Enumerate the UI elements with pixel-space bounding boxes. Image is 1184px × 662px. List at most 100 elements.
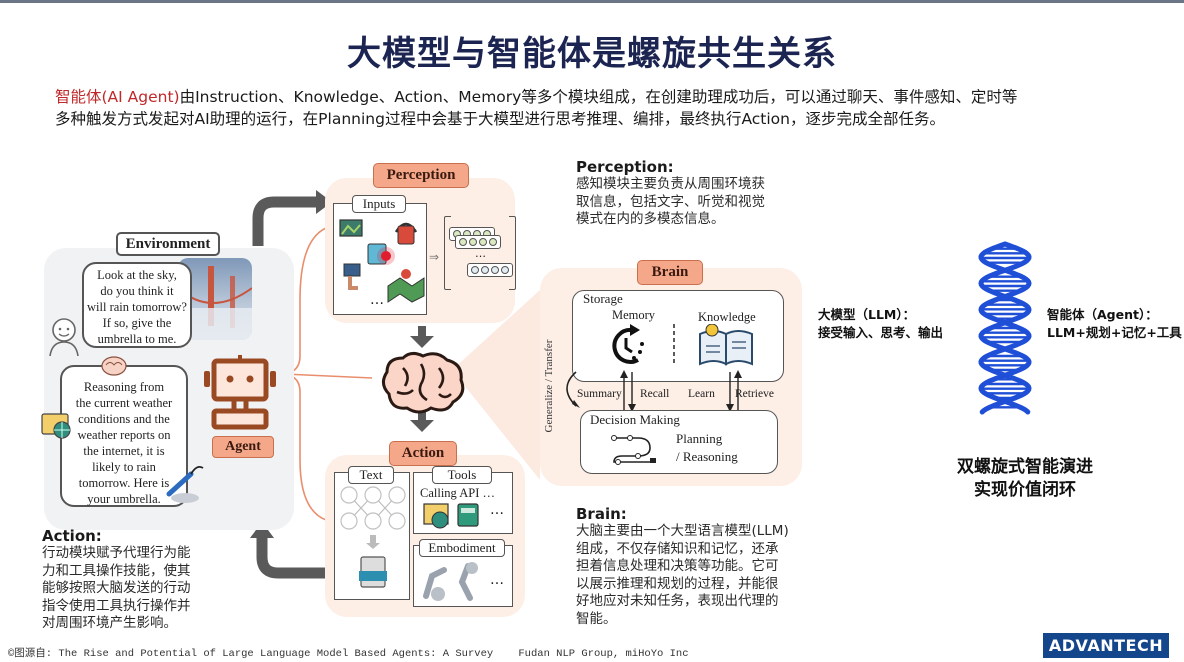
tools-label: Tools	[432, 466, 492, 484]
robot-arm-icon	[423, 567, 447, 601]
headphones-icon	[394, 222, 418, 245]
image-icon	[339, 219, 363, 237]
action-desc-line: 能够按照大脑发送的行动	[42, 580, 191, 596]
intro-paragraph: 智能体(AI Agent)由Instruction、Knowledge、Acti…	[55, 86, 1165, 130]
brain-desc-line: 组成，不仅存储知识和记忆，还承	[576, 540, 779, 557]
calculator-icon	[457, 503, 479, 527]
vector-row	[455, 235, 501, 249]
intro-line-2: 多种触发方式发起对AI助理的运行，在Planning过程中会基于大模型进行思考推…	[55, 110, 945, 128]
advantech-logo: ADVANTECH	[1043, 633, 1169, 658]
vector-ellipsis: …	[475, 247, 487, 260]
storage-icons	[612, 324, 753, 366]
user-bubble-line: do you think it	[100, 284, 174, 298]
arrowhead-perception	[316, 190, 332, 214]
brain-tag: Brain	[637, 260, 703, 285]
agent-bubble-line: the internet, it is	[83, 444, 165, 458]
user-bubble-line: If so, give the	[102, 316, 172, 330]
planning-label: Planning	[676, 431, 723, 446]
action-desc-line: 对周围环境产生影响。	[42, 615, 177, 631]
embodiment-label: Embodiment	[419, 539, 505, 557]
inputs-ellipsis: …	[370, 292, 385, 308]
action-desc-line: 指令使用工具执行操作并	[42, 597, 191, 614]
agent-bubble-line: the current weather	[75, 396, 173, 410]
map-icon	[387, 269, 425, 303]
tool-icons	[423, 503, 479, 529]
agent-caption: 智能体（Agent）： LLM+规划+记忆+工具	[1047, 306, 1182, 342]
text-output-box	[334, 472, 410, 600]
web-browser-icon	[41, 413, 71, 439]
source-citation: ©图源自: The Rise and Potential of Large La…	[8, 648, 689, 660]
top-border	[0, 0, 1184, 3]
helix-strand	[978, 241, 1032, 415]
browser-tool-icon	[423, 503, 449, 529]
user-avatar-icon	[49, 318, 79, 356]
user-speech-bubble: Look at the sky, do you think it will ra…	[82, 262, 192, 348]
storage-box	[572, 290, 784, 382]
recall-label: Recall	[640, 388, 670, 400]
agent-bubble-line: conditions and the	[78, 412, 170, 426]
closing-line-1: 双螺旋式智能演进	[957, 457, 1093, 477]
down-arrow-icon	[366, 535, 380, 549]
perception-desc-line: 模式在内的多模态信息。	[576, 211, 725, 227]
vector-row	[467, 263, 513, 277]
reasoning-label: / Reasoning	[676, 449, 738, 464]
robot-agent-icon	[204, 355, 276, 430]
user-bubble-line: will rain tomorrow?	[87, 300, 187, 314]
planning-path-icon	[611, 435, 656, 465]
agent-label: Agent	[212, 436, 274, 458]
brain-desc-line: 担着信息处理和决策等功能。它可	[576, 558, 779, 574]
intro-line-1: 由Instruction、Knowledge、Action、Memory等多个模…	[179, 88, 1018, 106]
perception-desc-line: 感知模块主要负责从周围环境获	[576, 176, 765, 192]
user-bubble-line: Look at the sky,	[97, 268, 177, 282]
action-tag: Action	[389, 441, 457, 466]
environment-label: Environment	[116, 232, 220, 256]
arrow-perception-to-brain	[410, 336, 434, 348]
action-desc-line: 力和工具操作技能，使其	[42, 562, 191, 579]
knowledge-book-icon	[699, 324, 753, 366]
user-bubble-line: umbrella to me.	[97, 332, 177, 346]
memory-label: Memory	[612, 308, 656, 322]
brain-heading: Brain:	[576, 505, 627, 523]
vector-bracket: …	[444, 215, 516, 291]
agent-bubble-line: tomorrow. Here is	[78, 476, 170, 490]
agent-bubble-line: your umbrella.	[87, 492, 161, 506]
knowledge-label: Knowledge	[698, 310, 756, 324]
perception-desc-line: 取信息，包括文字、听觉和视觉	[576, 193, 765, 210]
llm-title: 大模型（LLM）：	[818, 307, 916, 322]
text-label: Text	[348, 466, 394, 484]
perception-heading: Perception:	[576, 158, 674, 176]
dna-helix-icon	[978, 241, 1032, 415]
closing-statement: 双螺旋式智能演进 实现价值闭环	[905, 456, 1145, 502]
brain-desc-line: 智能。	[576, 610, 617, 627]
action-heading: Action:	[42, 527, 102, 545]
storage-label: Storage	[583, 291, 623, 306]
perception-description: Perception: 感知模块主要负责从周围环境获 取信息，包括文字、听觉和视…	[576, 158, 791, 229]
arrow-action-to-env	[256, 536, 328, 579]
agent-bubble-line: weather reports on	[77, 428, 171, 442]
arrow-brain-to-action	[410, 420, 434, 432]
neural-net-icon	[340, 486, 406, 588]
arrowhead-env	[250, 522, 274, 538]
retrieve-label: Retrieve	[735, 388, 774, 400]
brace-to-brain	[283, 373, 373, 379]
decision-making-label: Decision Making	[590, 412, 680, 427]
llm-desc: 接受输入、思考、输出	[818, 325, 944, 340]
perception-tag: Perception	[373, 163, 469, 188]
generalize-transfer-label: Generalize / Transfer	[543, 339, 555, 433]
tools-ellipsis: …	[490, 502, 505, 518]
microphone-icon	[367, 243, 395, 265]
summary-label: Summary	[577, 388, 622, 400]
touch-icon	[343, 263, 361, 290]
small-brain-icon	[101, 356, 127, 376]
embodiment-ellipsis: …	[490, 572, 505, 588]
calling-api-text: Calling API …	[420, 486, 496, 500]
umbrella-icon	[166, 465, 204, 503]
inputs-label: Inputs	[352, 195, 406, 213]
brain-arrows	[566, 370, 742, 412]
brain-icon	[382, 351, 465, 414]
helix-strand	[978, 241, 1032, 415]
arrow-env-to-perception	[252, 196, 318, 246]
input-icons	[339, 219, 425, 303]
text-file-icon	[359, 556, 387, 588]
learn-label: Learn	[688, 388, 715, 400]
